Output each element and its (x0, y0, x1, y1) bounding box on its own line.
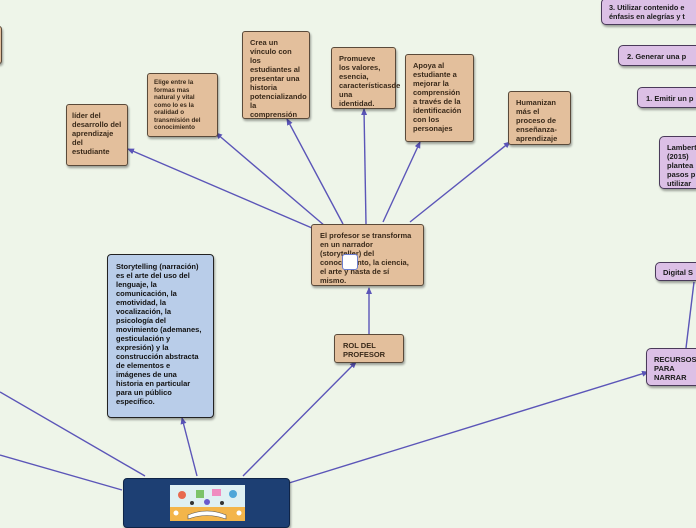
edge-root-left-2 (0, 454, 123, 491)
node-apoya-text: Apoya al estudiante a mejorar la compren… (413, 61, 462, 133)
edge-root-recursos (288, 370, 649, 484)
offscreen-node-fragment (0, 26, 2, 64)
edge-root-storytelling (180, 417, 198, 477)
node-emitir-text: 1. Emitir un p (646, 94, 694, 103)
node-utilizar-text: 3. Utilizar contenido e énfasis en alegr… (609, 3, 685, 21)
node-recursos[interactable]: RECURSOS PARA NARRAR (646, 348, 696, 386)
root-node[interactable] (123, 478, 290, 528)
node-lambert[interactable]: Lambert (2015) plantea pasos p utilizar (659, 136, 696, 189)
node-generar[interactable]: 2. Generar una p (618, 45, 696, 66)
node-profesor-text: El profesor se transforma en un narrador… (320, 231, 412, 285)
node-lambert-text: Lambert (2015) plantea pasos p utilizar (667, 143, 696, 188)
node-utilizar[interactable]: 3. Utilizar contenido e énfasis en alegr… (601, 0, 696, 25)
node-storytelling-text: Storytelling (narración) es el arte del … (116, 262, 202, 406)
node-rol-text: ROL DEL PROFESOR (343, 341, 386, 359)
node-elige-text: Elige entre la formas mas natural y vita… (154, 79, 201, 132)
node-rol[interactable]: ROL DEL PROFESOR (334, 334, 404, 363)
edge-profesor-promueve (361, 108, 368, 225)
node-lider[interactable]: líder del desarrollo del aprendizaje del… (66, 104, 128, 166)
edge-profesor-humanizan (409, 141, 511, 223)
edge-profesor-elige (215, 132, 326, 227)
edge-profesor-crea (286, 118, 344, 225)
node-crea[interactable]: Crea un vínculo con los estudiantes al p… (242, 31, 310, 119)
node-digital-text: Digital S (663, 268, 694, 277)
node-recursos-text: RECURSOS PARA NARRAR (654, 355, 696, 382)
node-apoya[interactable]: Apoya al estudiante a mejorar la compren… (405, 54, 474, 142)
node-elige[interactable]: Elige entre la formas mas natural y vita… (147, 73, 218, 137)
node-humanizan-text: Humanizan más el proceso de enseñanza-ap… (516, 98, 558, 143)
edge-profesor-lider (127, 148, 313, 229)
node-emitir[interactable]: 1. Emitir un p (637, 87, 696, 108)
node-profesor[interactable]: El profesor se transforma en un narrador… (311, 224, 424, 286)
node-promueve-text: Promueve los valores, esencia, caracterí… (339, 54, 401, 108)
node-generar-text: 2. Generar una p (627, 52, 687, 61)
edge-recursos-digital (685, 281, 695, 349)
edge-profesor-apoya (382, 141, 421, 223)
node-storytelling[interactable]: Storytelling (narración) es el arte del … (107, 254, 214, 418)
node-edit-handle[interactable] (342, 254, 358, 270)
node-crea-text: Crea un vínculo con los estudiantes al p… (250, 38, 307, 119)
node-promueve[interactable]: Promueve los valores, esencia, caracterí… (331, 47, 401, 109)
storytelling-illustration (170, 485, 245, 521)
node-lider-text: líder del desarrollo del aprendizaje del… (72, 111, 122, 156)
node-humanizan[interactable]: Humanizan más el proceso de enseñanza-ap… (508, 91, 571, 145)
edge-root-left-1 (0, 391, 146, 477)
edge-root-rol (242, 361, 357, 477)
node-digital[interactable]: Digital S (655, 262, 696, 281)
